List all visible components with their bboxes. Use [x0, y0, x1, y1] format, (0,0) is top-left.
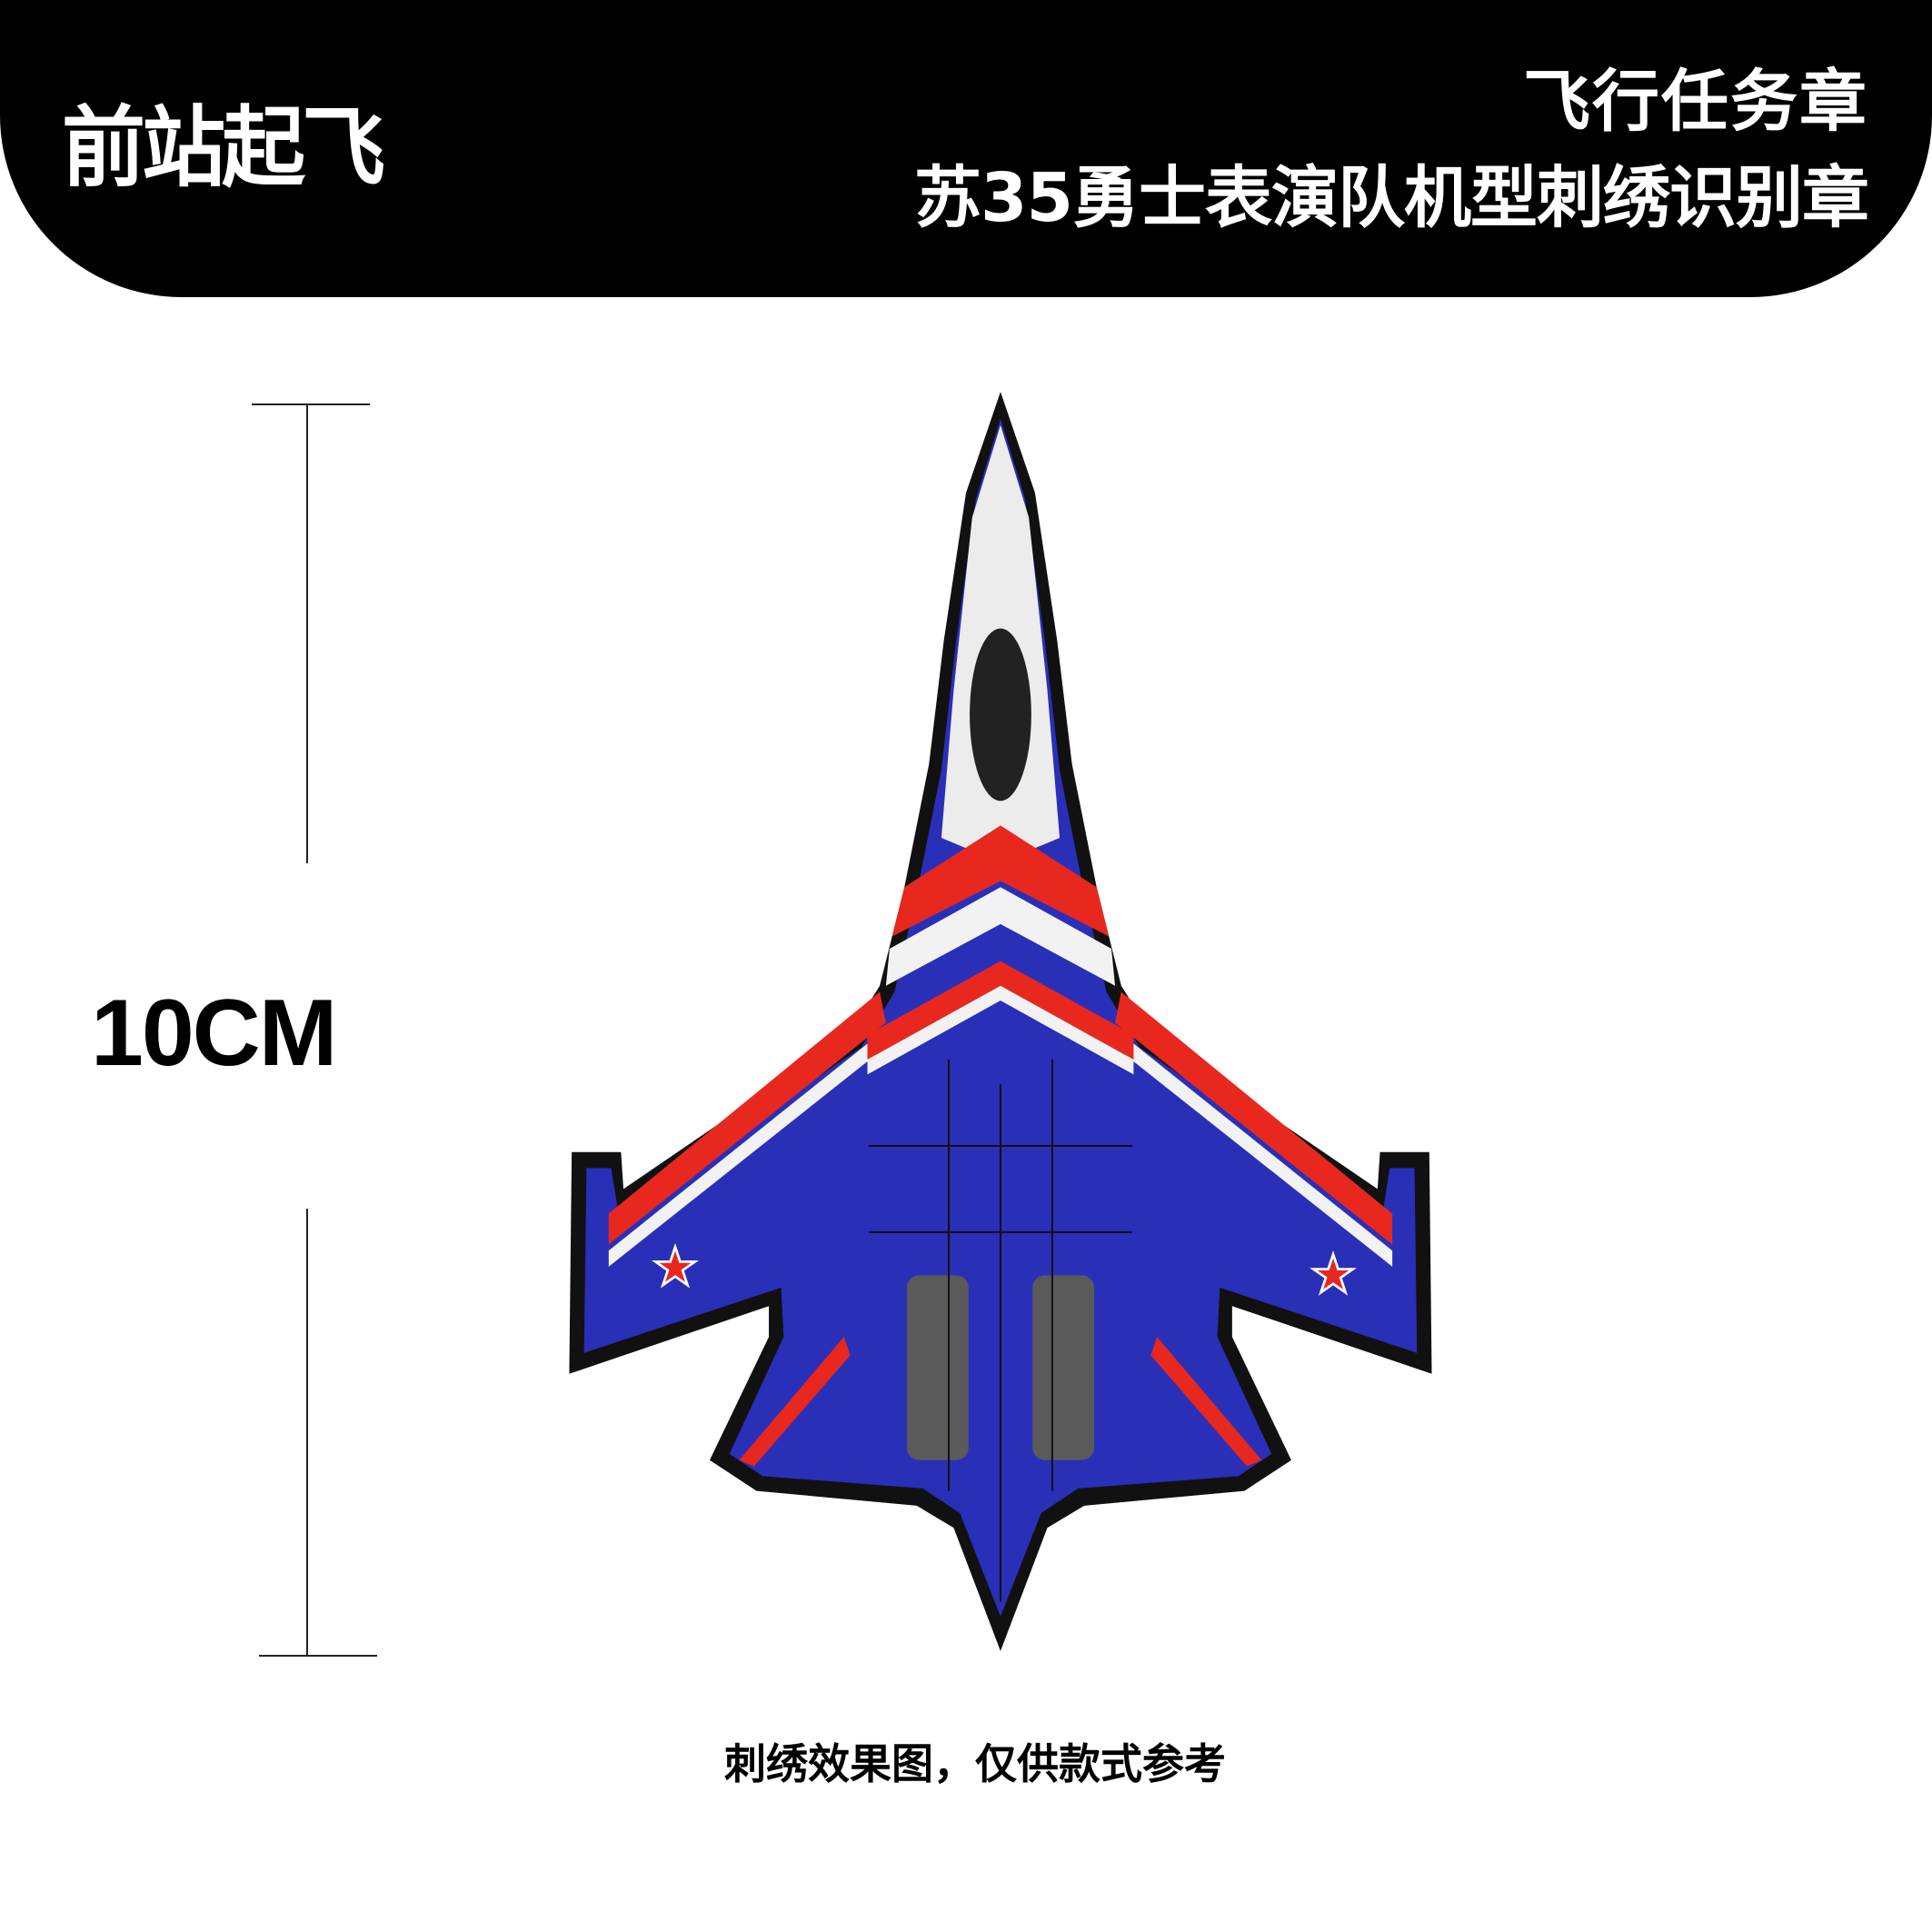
dimension-label: 10CM [91, 981, 337, 1086]
white-chevron [885, 887, 1116, 986]
left-engine-nozzle [906, 1275, 969, 1460]
left-star-icon [652, 1242, 700, 1289]
center-chevron-white [867, 985, 1134, 1075]
header-banner: 前站起飞 飞行任务章 苏35勇士表演队机型刺绣识别章 [0, 0, 1932, 297]
canopy [970, 628, 1031, 802]
panel-lines [868, 1060, 1133, 1602]
brand-logo: 前站起飞 [62, 96, 385, 200]
page-title: 飞行任务章 [1523, 63, 1868, 141]
left-wing-stripe-red [608, 991, 886, 1245]
right-tail-stripe [1150, 1337, 1262, 1467]
right-wing-stripe-white [1112, 1029, 1393, 1267]
left-wing-stripe-white [608, 1029, 889, 1267]
caption: 刺绣效果图，仅供款式参考 [724, 1739, 1226, 1788]
right-wing-stripe-red [1115, 991, 1393, 1245]
ruler-lower-line [306, 1209, 308, 1656]
right-star-icon [1310, 1250, 1358, 1296]
left-tail-stripe [739, 1337, 851, 1467]
ruler-top-tick [252, 403, 370, 405]
right-engine-nozzle [1032, 1275, 1095, 1460]
ruler-bottom-tick [259, 1655, 377, 1657]
ruler-upper-line [306, 404, 308, 863]
red-chevron [891, 825, 1110, 937]
plane-outline [569, 392, 1432, 1651]
page-subtitle: 苏35勇士表演队机型刺绣识别章 [914, 159, 1869, 237]
center-chevron-red [867, 961, 1134, 1061]
